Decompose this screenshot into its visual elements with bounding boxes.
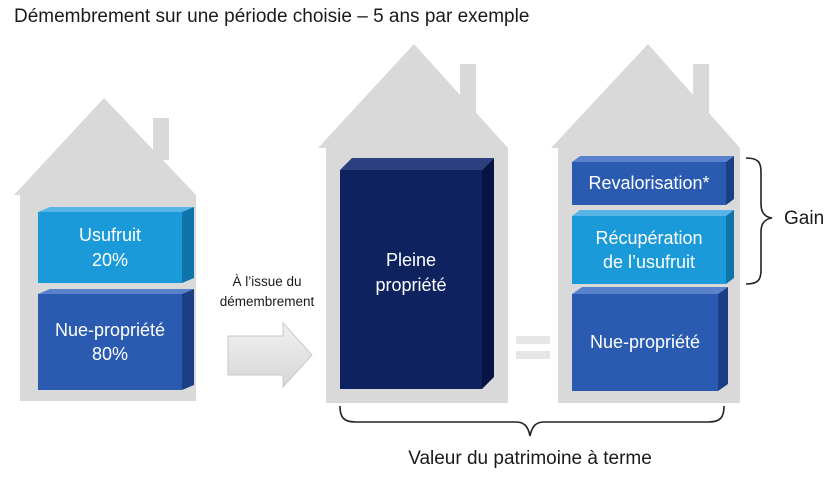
nue-propriete-left-name: Nue-propriété	[54, 319, 166, 340]
nue-propriete-box-left	[38, 289, 194, 390]
diagram-title: Démembrement sur une période choisie – 5…	[14, 6, 530, 27]
house-left-roof	[14, 98, 196, 195]
house-middle-roof	[318, 44, 508, 148]
recuperation-label: Récupération de l’usufruit	[572, 216, 726, 284]
usufruit-name: Usufruit	[78, 225, 141, 246]
nue-propriete-right-text: Nue-propriété	[589, 332, 701, 353]
gain-label: Gain	[784, 208, 825, 229]
revalorisation-text: Revalorisation*	[588, 173, 710, 194]
usufruit-percent: 20%	[91, 249, 129, 270]
house-left-chimney	[153, 118, 169, 160]
house-middle	[318, 44, 508, 403]
nue-propriete-left-percent: 80%	[91, 344, 129, 364]
transition-arrow	[227, 321, 313, 389]
recuperation-line1: Récupération	[595, 227, 703, 248]
nue-propriete-left-label: Nue-propriété 80%	[38, 294, 182, 390]
arrow-caption-line2: démembrement	[219, 293, 315, 309]
nue-propriete-box-right	[572, 287, 728, 391]
nue-propriete-right-label: Nue-propriété	[572, 294, 718, 391]
house-left	[14, 98, 196, 401]
usufruit-box	[38, 207, 194, 283]
pleine-propriete-line1: Pleine	[385, 250, 437, 271]
pleine-propriete-label: Pleine propriété	[340, 170, 482, 389]
bottom-caption: Valeur du patrimoine à terme	[408, 448, 652, 469]
patrimoine-brace	[339, 405, 725, 437]
house-right-roof	[551, 44, 740, 148]
recuperation-line2: de l’usufruit	[602, 252, 696, 272]
gain-brace	[745, 157, 773, 285]
house-right	[551, 44, 740, 403]
pleine-propriete-line2: propriété	[375, 274, 447, 295]
equals-sign	[516, 336, 550, 359]
recuperation-box	[572, 210, 734, 284]
arrow-caption: À l’issue du démembrement	[198, 272, 336, 311]
revalorisation-box	[572, 156, 734, 205]
arrow-caption-line1: À l’issue du	[232, 274, 302, 289]
pleine-propriete-box	[340, 158, 494, 389]
usufruit-label: Usufruit 20%	[38, 212, 182, 283]
revalorisation-label: Revalorisation*	[572, 162, 726, 205]
